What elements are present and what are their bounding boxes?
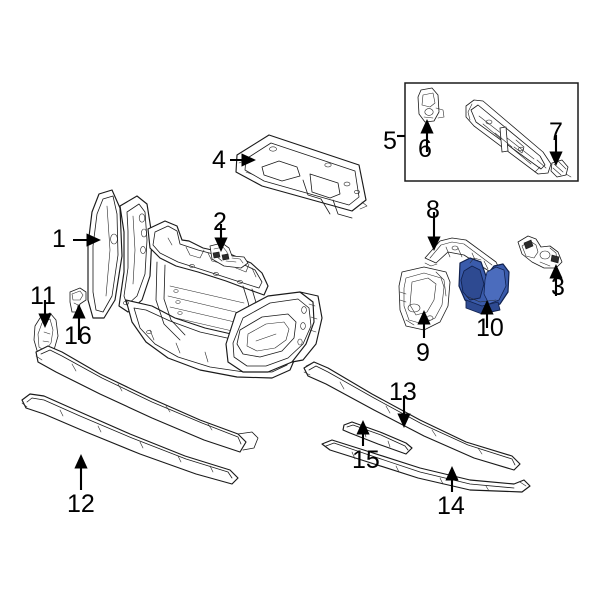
callout-number-5: 5 [383, 127, 397, 155]
part-16-retainer-clip [69, 287, 87, 313]
part-14-lower-spoiler-trim [321, 439, 531, 493]
part-5-bumper-reinforcement-beam [465, 99, 552, 175]
part-4-upper-grille-panel [235, 134, 368, 219]
part-13-lower-grille-molding [303, 361, 521, 471]
callout-number-13: 13 [389, 378, 417, 406]
part-1-front-bumper-cover [87, 189, 323, 379]
callout-number-11: 11 [30, 282, 56, 310]
part-12-lower-valance-molding [21, 393, 239, 485]
callout-number-15: 15 [352, 446, 380, 474]
detail-inset-box [404, 82, 579, 182]
part-7-clip-fastener [550, 159, 572, 178]
callout-number-10: 10 [476, 314, 504, 342]
callout-number-16: 16 [64, 322, 92, 350]
callout-number-9: 9 [416, 339, 430, 367]
part-9-bumper-side-bracket [398, 266, 451, 331]
callout-number-2: 2 [213, 208, 227, 236]
callout-number-8: 8 [426, 196, 440, 224]
callout-number-4: 4 [212, 146, 226, 174]
part-11-lower-skirt [35, 345, 259, 453]
callout-number-6: 6 [418, 135, 432, 163]
callout-number-12: 12 [67, 490, 95, 518]
callout-number-14: 14 [437, 492, 465, 520]
callout-number-3: 3 [551, 273, 565, 301]
callout-number-1: 1 [52, 225, 66, 253]
callout-number-7: 7 [549, 118, 563, 146]
part-6-impact-sensor [417, 87, 445, 123]
part-3-side-retainer-bracket [517, 235, 563, 269]
callout-leaders [38, 119, 563, 492]
